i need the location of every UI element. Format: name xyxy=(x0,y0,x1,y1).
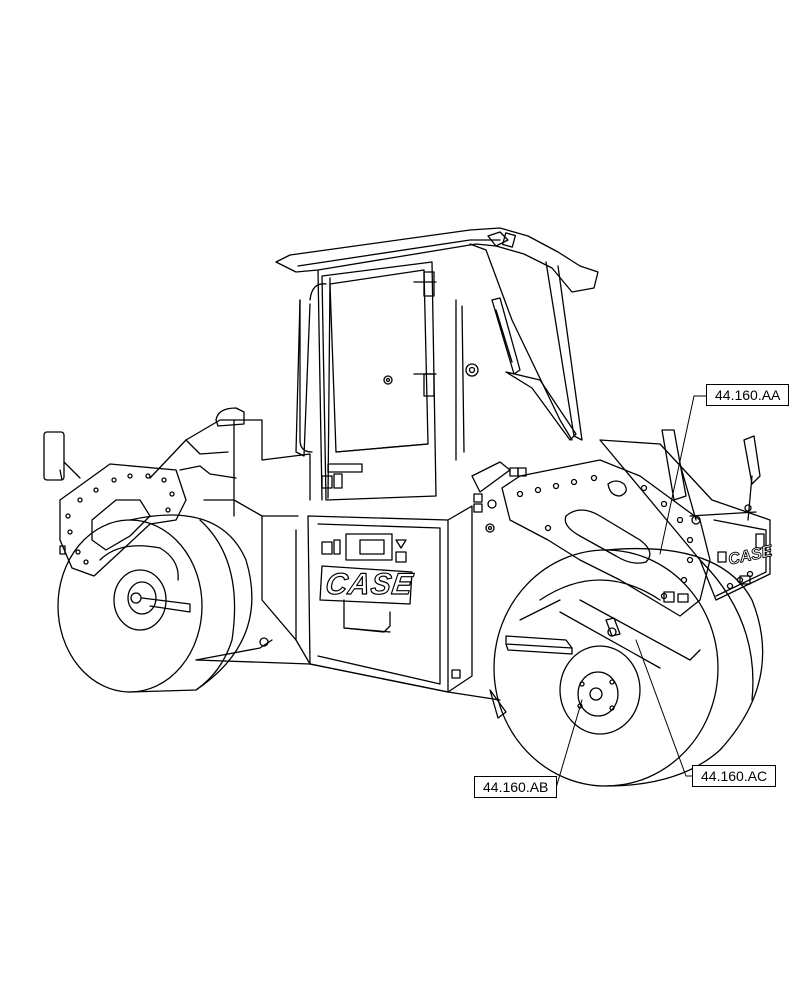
leader-ac xyxy=(635,639,693,777)
grab-handle xyxy=(299,283,327,453)
rear-drum-frame xyxy=(59,463,187,577)
leader-aa xyxy=(659,395,707,555)
engine-panel xyxy=(307,505,473,693)
rear-body xyxy=(149,407,311,517)
callout-leaders xyxy=(555,395,707,789)
articulation-joint xyxy=(471,461,701,719)
front-drum xyxy=(493,547,764,787)
callout-44-160-aa: 44.160.AA xyxy=(706,384,790,406)
front-hood xyxy=(599,439,771,601)
cab-frame xyxy=(295,243,583,501)
leader-ab xyxy=(555,699,583,789)
callout-44-160-ac: 44.160.AC xyxy=(692,765,777,787)
hood-brand-logo: CASE xyxy=(727,543,775,569)
wiper-strut xyxy=(465,297,577,441)
rear-mirror xyxy=(43,431,81,481)
cab-door xyxy=(321,261,437,501)
front-drum-frame xyxy=(501,459,711,617)
rops-canopy xyxy=(275,227,599,293)
callout-44-160-ab: 44.160.AB xyxy=(474,776,558,798)
panel-brand-logo: CASE xyxy=(324,568,416,601)
chassis-underside xyxy=(195,515,501,701)
front-mirrors xyxy=(661,429,761,521)
rear-drum xyxy=(57,514,273,693)
